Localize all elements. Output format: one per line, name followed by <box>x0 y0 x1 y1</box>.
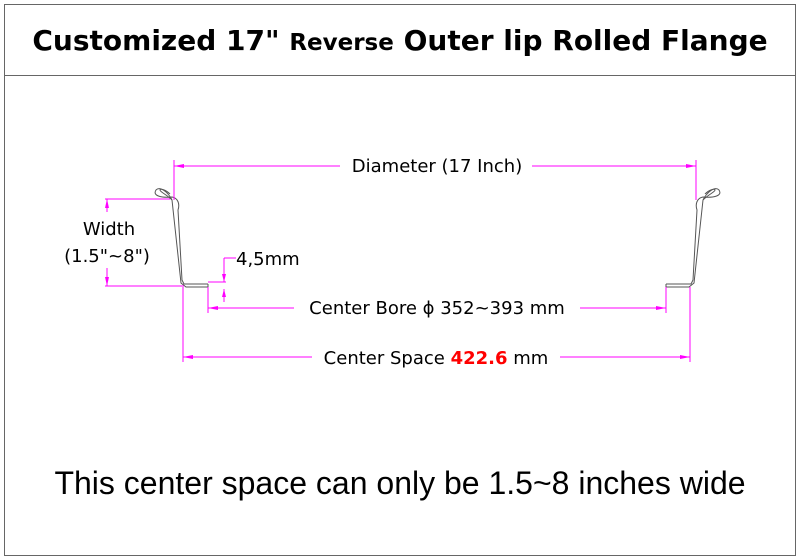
page-title: Customized 17" Reverse Outer lip Rolled … <box>32 24 767 57</box>
thickness-dimension <box>208 257 236 302</box>
center-space-value: 422.6 <box>451 348 508 369</box>
thickness-label: 4,5mm <box>236 249 300 270</box>
center-space-label: Center Space 422.6 mm <box>324 348 549 369</box>
width-dimension <box>105 198 184 287</box>
center-bore-dimension <box>207 287 667 313</box>
center-bore-label: Center Bore ϕ 352~393 mm <box>309 298 565 319</box>
footer-note: This center space can only be 1.5~8 inch… <box>54 465 745 501</box>
diameter-dimension <box>173 160 697 200</box>
diameter-label: Diameter (17 Inch) <box>352 156 522 177</box>
width-label: Width <box>83 219 135 240</box>
center-space-dimension <box>182 287 691 362</box>
left-flange-profile <box>154 188 209 288</box>
outer-border <box>4 4 796 556</box>
width-range-label: (1.5"~8") <box>64 246 150 267</box>
right-flange-profile <box>665 188 721 288</box>
